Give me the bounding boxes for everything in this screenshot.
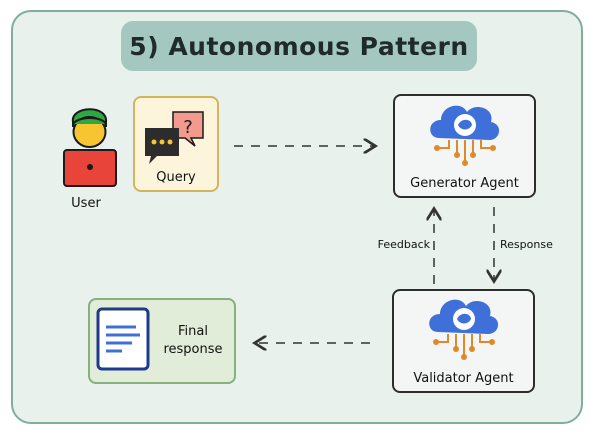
final-response-label-line1: Final <box>178 324 208 339</box>
user-icon <box>63 108 117 187</box>
query-label: Query <box>156 170 196 185</box>
response-label: Response <box>500 238 553 251</box>
cloud-brain-icon <box>429 299 499 360</box>
svg-text:?: ? <box>183 117 193 138</box>
document-icon <box>96 307 150 371</box>
generator-agent-label: Generator Agent <box>410 176 519 191</box>
chat-bubbles-icon: ? <box>145 111 204 164</box>
final-response-label-line2: response <box>163 342 223 357</box>
validator-agent-label: Validator Agent <box>413 371 514 386</box>
diagram-title: 5) Autonomous Pattern <box>121 21 477 71</box>
feedback-label: Feedback <box>377 238 430 251</box>
cloud-brain-icon <box>430 105 500 166</box>
user-label: User <box>71 196 101 211</box>
